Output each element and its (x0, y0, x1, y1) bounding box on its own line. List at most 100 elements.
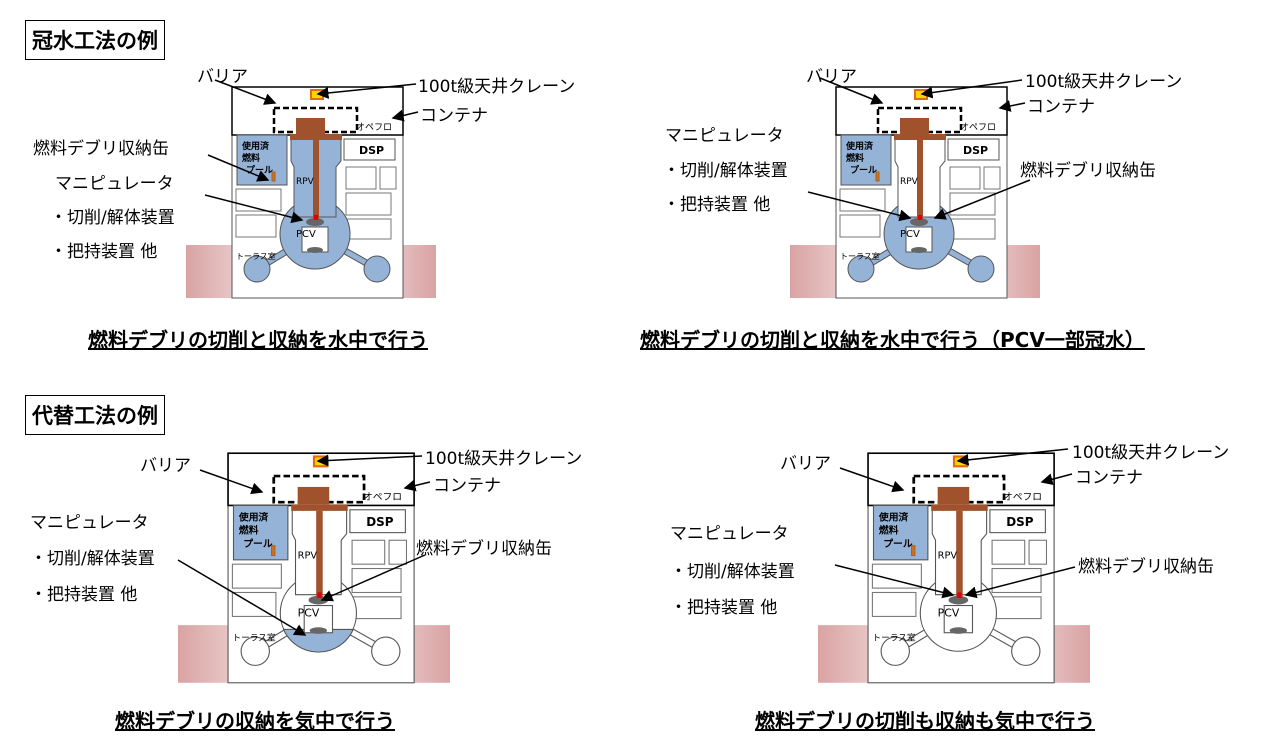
manipulator-shaft (956, 510, 963, 597)
room (839, 214, 881, 238)
label-opefl: オペフロ (363, 491, 402, 503)
manipulator-shaft (313, 140, 319, 219)
dsp-box (947, 138, 1000, 161)
label-opefl: オペフロ (356, 122, 392, 133)
label-dsp: DSP (366, 515, 394, 529)
label-pool: 使用済 (238, 511, 269, 524)
room (949, 166, 981, 190)
label-rpv: RPV (938, 551, 958, 562)
label-manipulator: マニピュレータ (55, 174, 174, 194)
label-canister: 燃料デブリ収納缶 (1020, 161, 1156, 181)
label-rpv: RPV (296, 177, 315, 187)
label-torus: トーラス室 (840, 251, 880, 261)
room (991, 596, 1042, 620)
label-container: コンテナ (420, 106, 488, 126)
torus (363, 255, 391, 283)
fuel-pool (232, 504, 289, 561)
torus (243, 255, 271, 283)
label-cutting: ・切削/解体装置 (670, 562, 795, 582)
label-barrier: バリア (197, 67, 248, 87)
fuel-pool (840, 134, 892, 186)
label-cutting: ・切削/解体装置 (30, 549, 155, 569)
torus (240, 636, 270, 666)
label-barrier: バリア (140, 456, 191, 476)
label-pcv: PCV (296, 229, 316, 240)
label-canister: 燃料デブリ収納缶 (1078, 557, 1214, 577)
label-pool: 使用済 (878, 511, 909, 524)
label-pool: 使用済 (241, 140, 270, 152)
torus (880, 636, 910, 666)
label-container: コンテナ (1027, 97, 1095, 117)
manipulator-head (297, 486, 330, 505)
label-manipulator: マニピュレータ (670, 524, 789, 544)
label-container: コンテナ (1075, 468, 1143, 488)
cutting-tool (957, 592, 962, 598)
section-title-flooding: 冠水工法の例 (25, 20, 165, 60)
manipulator-shaft (917, 140, 923, 219)
crane-icon (312, 455, 329, 468)
room (379, 166, 397, 190)
label-pool: プール (883, 537, 913, 550)
label-torus: トーラス室 (872, 631, 916, 643)
room (351, 568, 402, 594)
label-container: コンテナ (433, 476, 501, 496)
label-crane: 100t級天井クレーン (425, 449, 583, 469)
cutting-tool (918, 215, 922, 220)
crane-icon (914, 89, 928, 100)
room (1028, 539, 1048, 565)
room (351, 596, 402, 620)
room (991, 539, 1026, 565)
room (345, 192, 392, 216)
debris (309, 627, 328, 634)
label-barrier: バリア (780, 454, 831, 474)
manipulator-flange (931, 504, 988, 511)
dsp-box (343, 138, 396, 161)
label-dsp: DSP (963, 144, 988, 157)
cutting-tool (317, 592, 322, 598)
canister-icon (911, 545, 916, 557)
room (949, 218, 996, 240)
label-opefl: オペフロ (960, 122, 996, 133)
manipulator-flange (894, 134, 946, 140)
label-holding: ・把持装置 他 (663, 195, 771, 215)
label-holding: ・把持装置 他 (50, 242, 158, 262)
caption: 燃料デブリの切削と収納を水中で行う（PCV一部冠水） (640, 328, 1145, 352)
label-canister: 燃料デブリ収納缶 (416, 539, 552, 559)
label-crane: 100t級天井クレーン (1072, 443, 1230, 463)
label-rpv: RPV (298, 551, 318, 562)
room (983, 166, 1001, 190)
room (871, 591, 917, 617)
label-pcv: PCV (298, 606, 320, 619)
caption: 燃料デブリの切削と収納を水中で行う (88, 328, 428, 352)
torus (371, 636, 401, 666)
debris (306, 218, 324, 226)
label-holding: ・把持装置 他 (30, 585, 138, 605)
room (235, 214, 277, 238)
canister-icon (271, 545, 276, 557)
room (991, 568, 1042, 594)
crane-icon (310, 89, 324, 100)
room (235, 188, 282, 212)
manipulator-head (937, 486, 970, 505)
canister-icon (271, 171, 276, 182)
debris (949, 627, 968, 634)
room (949, 192, 996, 216)
room (351, 539, 386, 565)
debris (307, 247, 323, 253)
label-pool: 燃料 (846, 152, 864, 164)
section-title-alternative: 代替工法の例 (25, 395, 165, 435)
label-dsp: DSP (359, 144, 384, 157)
label-crane: 100t級天井クレーン (418, 77, 576, 97)
label-pool: プール (243, 537, 273, 550)
label-torus: トーラス室 (236, 251, 276, 261)
manipulator-head (900, 118, 929, 134)
label-pool: 燃料 (242, 152, 260, 164)
label-pool: 使用済 (845, 140, 874, 152)
dsp-box (989, 509, 1046, 534)
room (388, 539, 408, 565)
torus (1011, 636, 1041, 666)
torus (967, 255, 995, 283)
room (345, 218, 392, 240)
canister-icon (875, 171, 880, 182)
